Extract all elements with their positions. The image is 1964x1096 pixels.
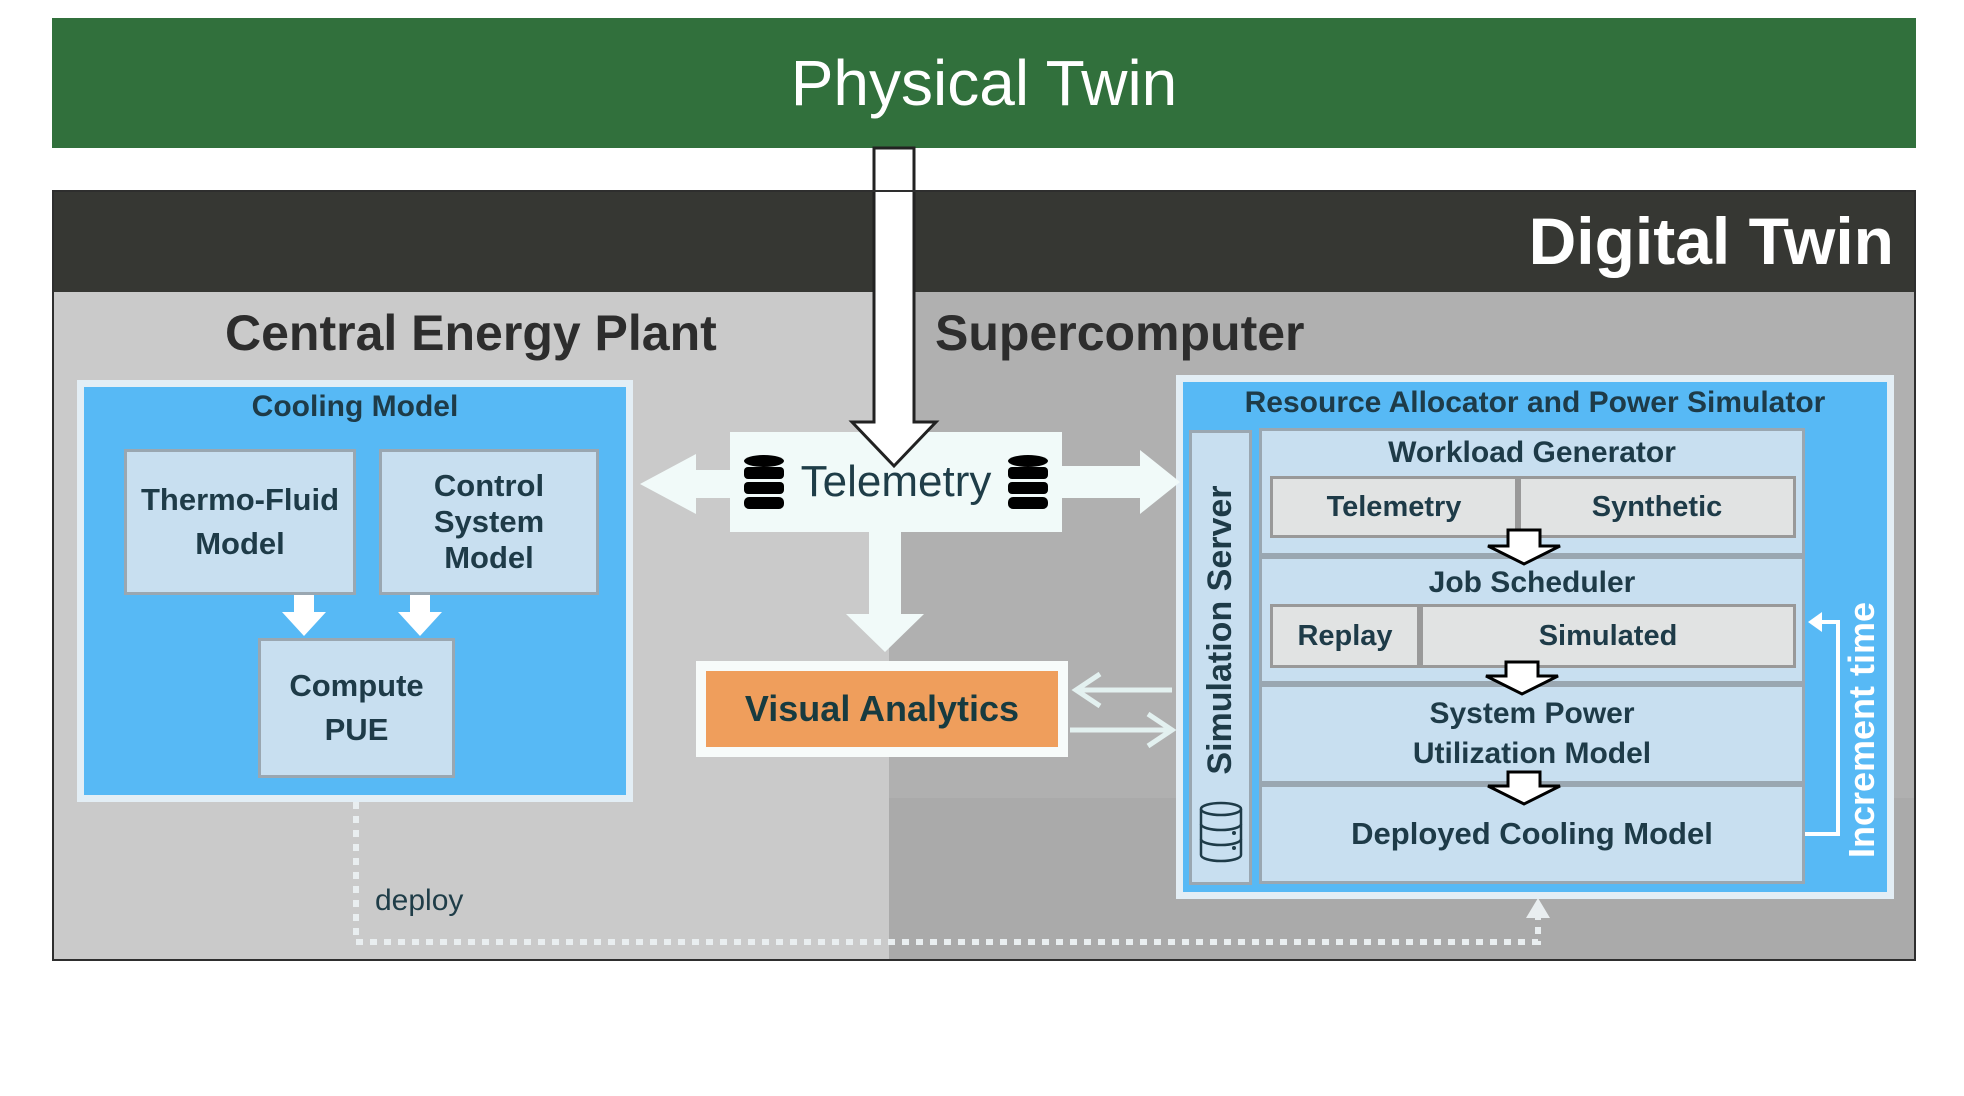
digital-twin-frame bbox=[52, 190, 1916, 961]
raps-title: Resource Allocator and Power Simulator bbox=[1244, 386, 1826, 419]
digital-twin-header bbox=[52, 190, 1916, 292]
workload-to-scheduler-arrow bbox=[1487, 528, 1561, 566]
supercomputer-title: Supercomputer bbox=[935, 305, 1305, 361]
database-icon-left bbox=[743, 455, 784, 509]
physical-to-telemetry-arrow bbox=[848, 146, 940, 469]
visual-analytics-box: Visual Analytics bbox=[706, 671, 1058, 747]
physical-twin-title: Physical Twin bbox=[790, 47, 1178, 119]
deploy-label: deploy bbox=[375, 884, 464, 917]
job-replay-option: Replay bbox=[1270, 604, 1420, 668]
telemetry-to-raps-arrow bbox=[1062, 450, 1180, 514]
system-power-model-label: System Power Utilization Model bbox=[1259, 694, 1805, 774]
deploy-dotted-line bbox=[353, 802, 1541, 945]
workload-synthetic-option: Synthetic bbox=[1518, 476, 1796, 538]
thermo-to-pue-arrow bbox=[282, 595, 326, 636]
scheduler-to-power-arrow bbox=[1485, 660, 1559, 696]
cooling-model-title: Cooling Model bbox=[251, 390, 459, 423]
system-power-model-line2: Utilization Model bbox=[1412, 737, 1652, 770]
increment-time-loop bbox=[1805, 620, 1840, 836]
central-energy-plant-title: Central Energy Plant bbox=[225, 305, 717, 361]
analytics-to-raps-arrow bbox=[1070, 711, 1177, 749]
telemetry-to-cooling-arrow bbox=[640, 454, 730, 514]
control-to-pue-arrow bbox=[398, 595, 442, 636]
deploy-arrow-head bbox=[1526, 898, 1550, 918]
increment-time-loop-head bbox=[1808, 612, 1822, 632]
job-simulated-option: Simulated bbox=[1420, 604, 1796, 668]
compute-pue-box: Compute PUE bbox=[258, 638, 455, 778]
database-icon-right bbox=[1008, 455, 1049, 509]
power-to-cooling-arrow bbox=[1487, 770, 1561, 806]
workload-generator-title: Workload Generator bbox=[1388, 436, 1676, 469]
system-power-model-line1: System Power bbox=[1429, 697, 1635, 730]
workload-telemetry-option: Telemetry bbox=[1270, 476, 1518, 538]
digital-twin-title: Digital Twin bbox=[1528, 204, 1894, 278]
raps-to-analytics-arrow bbox=[1071, 671, 1172, 709]
control-system-model-box: Control System Model bbox=[379, 449, 599, 595]
job-scheduler-title: Job Scheduler bbox=[1428, 566, 1636, 599]
thermo-fluid-model-box: Thermo-Fluid Model bbox=[124, 449, 356, 595]
server-database-icon bbox=[1199, 801, 1243, 863]
physical-twin-banner: Physical Twin bbox=[52, 18, 1916, 148]
telemetry-to-analytics-arrow bbox=[846, 532, 924, 652]
